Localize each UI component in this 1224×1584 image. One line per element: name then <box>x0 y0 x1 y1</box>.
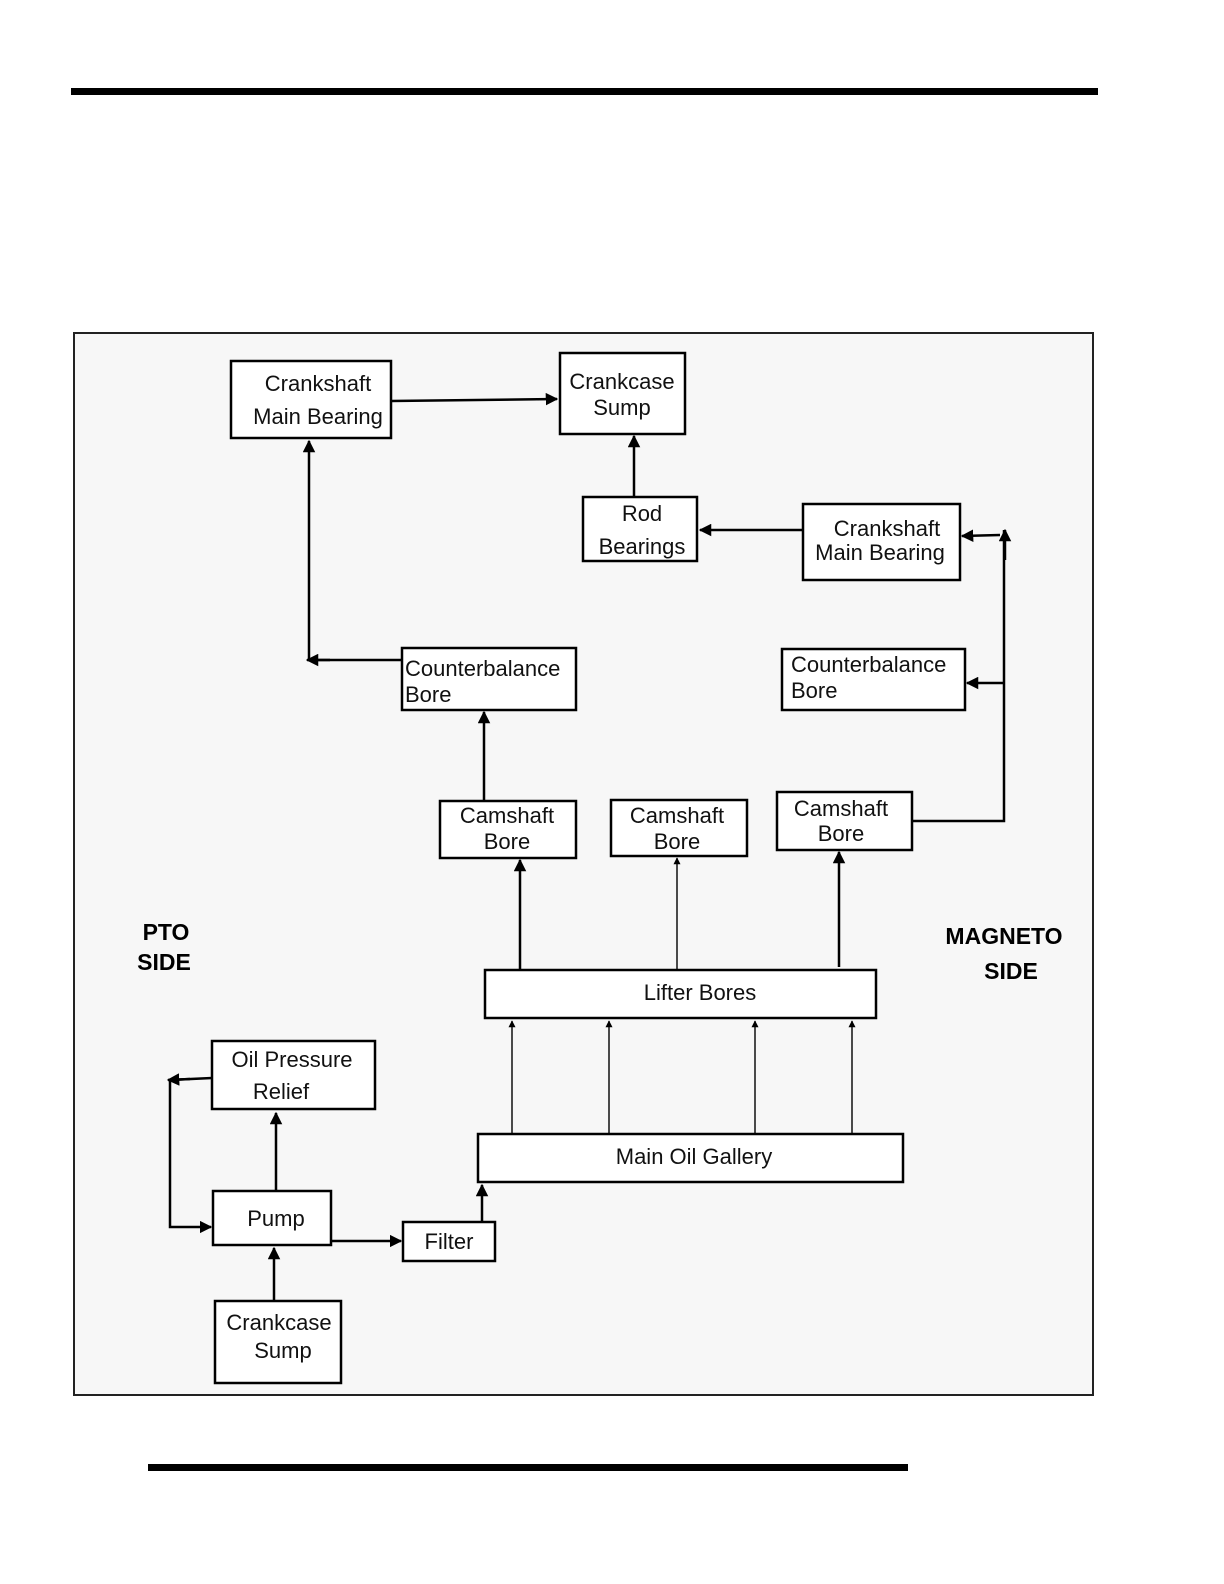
node-label-line1: Crankcase <box>569 369 674 394</box>
node-label-line1: Counterbalance <box>405 656 560 681</box>
bottom-rule <box>148 1464 908 1471</box>
node-label-line2: Bore <box>654 829 700 854</box>
node-crankshaft-main-bearing-mag: Crankshaft Main Bearing <box>803 504 960 580</box>
node-camshaft-bore-2: Camshaft Bore <box>611 800 747 856</box>
edge-relief-return-arrow <box>168 1079 190 1080</box>
node-label-line1: Camshaft <box>794 796 888 821</box>
node-camshaft-bore-3: Camshaft Bore <box>777 792 912 850</box>
node-pump: Pump <box>213 1191 331 1245</box>
node-crankcase-sump-bottom: Crankcase Sump <box>215 1301 341 1383</box>
node-camshaft-bore-1: Camshaft Bore <box>440 801 576 858</box>
node-label-line1: Crankshaft <box>265 371 371 396</box>
pto-side-line1: PTO <box>143 919 190 945</box>
node-label-line2: Main Bearing <box>815 540 945 565</box>
magneto-side-line2: SIDE <box>984 958 1038 984</box>
edge-riser-to-crankshaft-mag <box>962 535 1000 536</box>
node-rod-bearings: Rod Bearings <box>583 497 697 561</box>
node-label-line1: Filter <box>425 1229 474 1254</box>
node-label-line2: Sump <box>593 395 650 420</box>
node-main-oil-gallery: Main Oil Gallery <box>478 1134 903 1182</box>
node-counterbalance-bore-mag: Counterbalance Bore <box>782 649 965 710</box>
edge-crankshaft-pto-to-sump <box>391 399 557 401</box>
node-label-line1: Camshaft <box>460 803 554 828</box>
node-label-line2: Bore <box>818 821 864 846</box>
node-filter: Filter <box>403 1222 495 1261</box>
pto-side-line2: SIDE <box>137 949 191 975</box>
node-counterbalance-bore-pto: Counterbalance Bore <box>402 648 576 710</box>
node-label-line2: Main Bearing <box>253 404 383 429</box>
node-label-line1: Rod <box>622 501 662 526</box>
node-label-line1: Counterbalance <box>791 652 946 677</box>
node-label-line2: Bore <box>791 678 837 703</box>
node-label-line1: Camshaft <box>630 803 724 828</box>
node-crankcase-sump-top: Crankcase Sump <box>560 353 685 434</box>
node-lifter-bores: Lifter Bores <box>485 970 876 1018</box>
magneto-side-line1: MAGNETO <box>945 923 1062 949</box>
edge-relief-to-pump <box>170 1078 212 1227</box>
node-label-line2: Bore <box>484 829 530 854</box>
node-crankshaft-main-bearing-pto: Crankshaft Main Bearing <box>231 361 391 438</box>
node-label-line2: Bearings <box>599 534 686 559</box>
node-label-line1: Crankshaft <box>834 516 940 541</box>
node-label-line2: Sump <box>254 1338 311 1363</box>
magneto-side-label: MAGNETO SIDE <box>945 923 1062 984</box>
node-label-line1: Oil Pressure <box>231 1047 352 1072</box>
node-oil-pressure-relief: Oil Pressure Relief <box>212 1041 375 1109</box>
node-label-line1: Crankcase <box>226 1310 331 1335</box>
node-label-line2: Relief <box>253 1079 310 1104</box>
node-label-line1: Lifter Bores <box>644 980 757 1005</box>
node-label-line2: Bore <box>405 682 451 707</box>
pto-side-label: PTO SIDE <box>137 919 191 975</box>
node-label-line1: Pump <box>247 1206 304 1231</box>
node-label-line1: Main Oil Gallery <box>616 1144 772 1169</box>
